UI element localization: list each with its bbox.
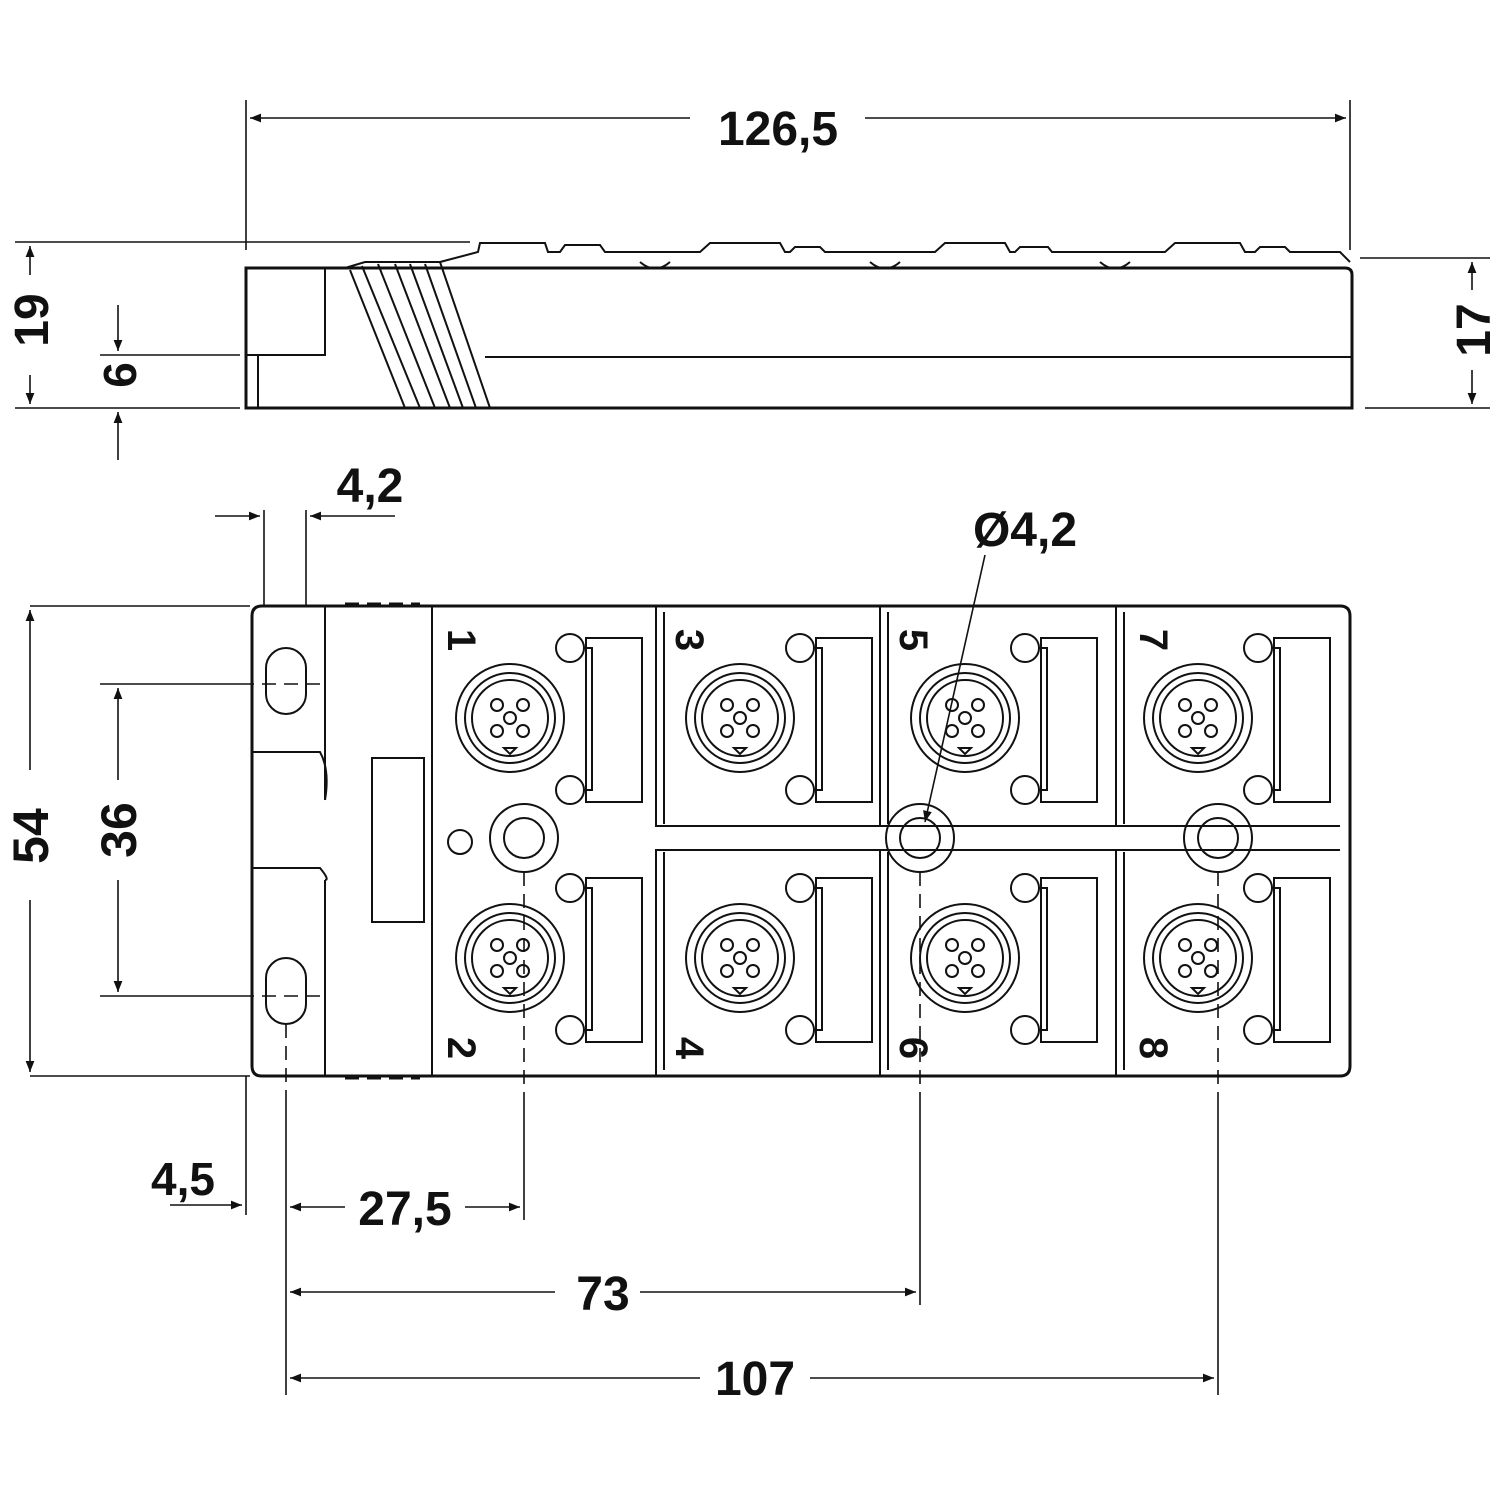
center-hole-3 [1183,803,1253,873]
m12-connector-6 [910,873,1098,1045]
port-label-8: 8 [1131,1037,1175,1059]
center-hole-1 [489,803,559,873]
dim-base-height: 6 [94,362,146,388]
m12-connector-2 [455,873,643,1045]
status-led [785,1015,815,1045]
port-label-field [1040,877,1098,1043]
dim-hole-spacing: 36 [91,802,147,858]
top-body-outline [250,604,1352,1078]
label-window [371,757,425,923]
m12-connector-5 [910,633,1098,805]
side-connector-bumps [439,242,1351,270]
status-led [555,1015,585,1045]
port-label-3: 3 [667,629,711,651]
status-led [1010,775,1040,805]
status-led [555,873,585,903]
m12-connector-1 [455,633,643,805]
port-label-1: 1 [439,629,483,651]
mount-slot-bottom [265,957,307,1025]
status-led [1243,873,1273,903]
status-led [785,633,815,663]
m12-connector-3 [685,633,873,805]
port-label-field [1040,637,1098,803]
status-led [1243,775,1273,805]
dim-edge-offset: 4,5 [151,1153,215,1205]
m12-connector-7 [1143,633,1331,805]
status-led [1010,633,1040,663]
status-led [785,873,815,903]
side-mount-block [246,267,326,408]
port-label-field [585,877,643,1043]
side-label-hatch [344,261,491,409]
port-label-5: 5 [891,629,935,651]
dim-overall-width: 54 [3,808,59,864]
m12-connector-8 [1143,873,1331,1045]
port-label-4: 4 [667,1037,711,1060]
dim-total-height: 19 [6,293,59,346]
m12-ports [455,633,1331,1045]
port-label-field [1273,637,1331,803]
status-led [1243,1015,1273,1045]
m12-connector-4 [685,873,873,1045]
port-label-7: 7 [1131,629,1175,651]
status-led [555,775,585,805]
port-label-field [585,637,643,803]
port-label-field [815,637,873,803]
port-label-2: 2 [439,1037,483,1059]
side-view: 126,5 19 6 17 [6,100,1500,460]
dim-hole-diameter: Ø4,2 [973,504,1077,557]
dim-pitch-2: 73 [576,1268,629,1321]
status-led [1010,1015,1040,1045]
status-led [785,775,815,805]
port-label-field [1273,877,1331,1043]
port-label-field [815,877,873,1043]
top-view: 1 2 3 4 5 6 7 8 4,2 Ø4,2 54 [3,460,1352,1406]
status-led [1243,633,1273,663]
dim-body-height: 17 [1448,303,1500,356]
center-hole-2 [885,803,955,873]
mount-slot-top [265,647,307,715]
port-label-6: 6 [891,1037,935,1059]
status-led [1010,873,1040,903]
dim-hole-width: 4,2 [337,460,404,513]
dim-overall-length: 126,5 [718,103,838,156]
dim-pitch-3: 107 [715,1353,795,1406]
dim-pitch-1: 27,5 [358,1183,451,1236]
status-led [555,633,585,663]
side-body-outline [244,266,1354,410]
